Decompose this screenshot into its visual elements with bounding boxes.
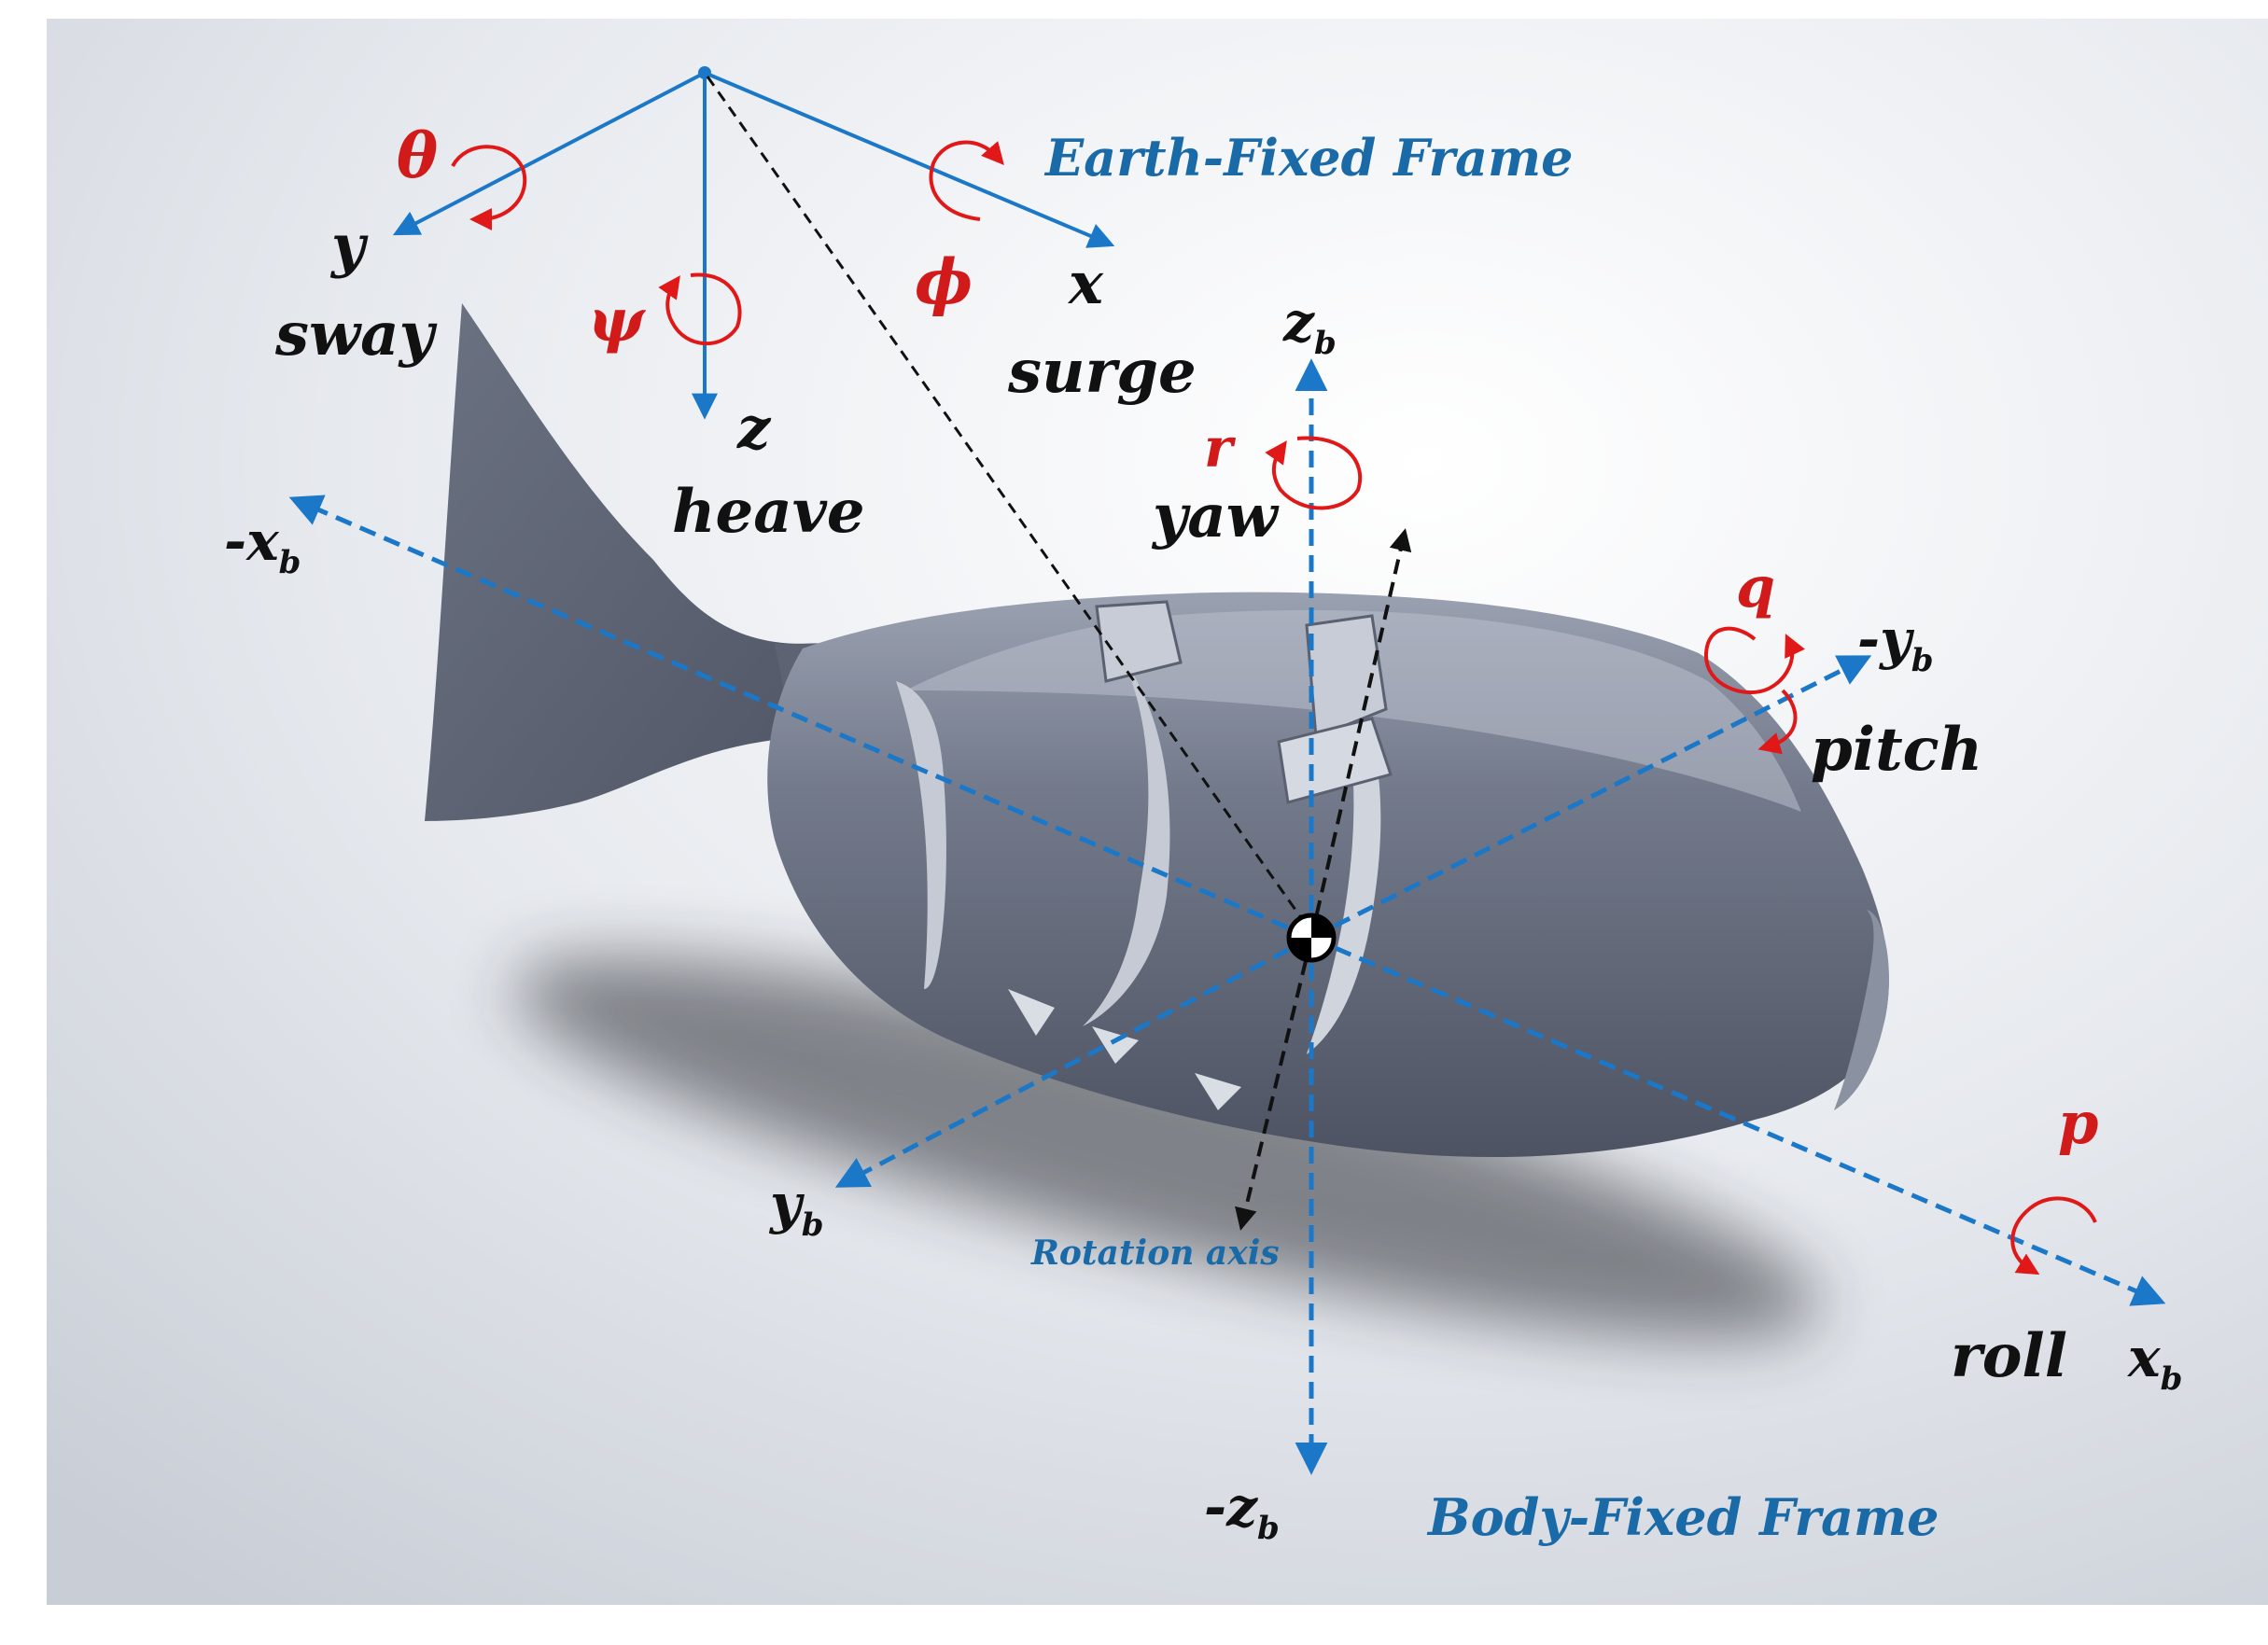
belly-tab-2: [1092, 1026, 1139, 1064]
belly-tab-1: [1008, 989, 1055, 1036]
body-fixed-frame-label: Body-Fixed Frame: [1426, 1487, 1939, 1547]
joint-slot-1: [1095, 600, 1183, 683]
rotation-axis-down: [1235, 937, 1313, 1231]
segment-2: [1083, 653, 1170, 1026]
earth-x-axis: [704, 71, 1115, 248]
rotation-arrows: [451, 140, 2097, 1276]
earth-y-axis: [392, 71, 706, 236]
roll-label: roll: [1951, 1321, 2067, 1391]
p-rotation-icon: [2010, 1196, 2097, 1276]
rotation-axis-label: Rotation axis: [1030, 1234, 1280, 1273]
earth-fixed-frame-label: Earth-Fixed Frame: [1043, 128, 1574, 188]
psi-rotation-icon: [658, 272, 742, 346]
zb-label: zb: [1282, 290, 1337, 362]
earth-origin-dot: [698, 66, 711, 79]
phi-label: ϕ: [915, 245, 973, 318]
yaw-label: yaw: [1151, 481, 1280, 551]
q-label: q: [1736, 555, 1775, 620]
nose-cap: [1834, 910, 1889, 1110]
psi-label: ψ: [588, 286, 646, 355]
neg-zb-label: -zb: [1204, 1475, 1280, 1547]
tail-fin: [425, 303, 821, 821]
sway-label: sway: [274, 300, 438, 369]
earth-x-label: x: [1067, 249, 1104, 317]
center-of-gravity-icon: [1286, 913, 1337, 963]
theta-label: θ: [397, 119, 438, 192]
position-vector: [706, 76, 1304, 920]
q-rotation-icon-lower: [1757, 689, 1798, 755]
heave-label: heave: [672, 477, 865, 547]
earth-fixed-axes: [392, 66, 1304, 920]
segment-1: [896, 681, 946, 989]
theta-rotation-icon: [451, 145, 527, 230]
body-yb-axis: [834, 935, 1313, 1188]
fish-shadow: [513, 956, 1820, 1339]
p-label: p: [2058, 1089, 2098, 1157]
surge-label: surge: [1007, 337, 1197, 407]
bottom-margin: [0, 1605, 2268, 1645]
body-fixed-axes: [288, 358, 2166, 1475]
pitch-label: pitch: [1811, 715, 1982, 785]
body-neg-xb-axis: [288, 495, 1312, 941]
neg-yb-label: -yb: [1857, 607, 1934, 679]
xb-label: xb: [2126, 1326, 2182, 1398]
body-xb-axis: [1310, 935, 2166, 1306]
r-label: r: [1204, 416, 1237, 480]
r-rotation-icon: [1265, 436, 1363, 510]
fish-robot-body: [425, 303, 1889, 1157]
yb-label: yb: [768, 1172, 823, 1244]
belly-tab-3: [1195, 1073, 1241, 1110]
earth-z-label: z: [736, 394, 772, 462]
q-rotation-icon: [1703, 626, 1805, 694]
earth-y-label: y: [329, 212, 369, 280]
joint-slot-3: [1277, 717, 1393, 804]
phi-rotation-icon: [929, 140, 1004, 221]
neg-xb-label: -xb: [224, 509, 301, 581]
